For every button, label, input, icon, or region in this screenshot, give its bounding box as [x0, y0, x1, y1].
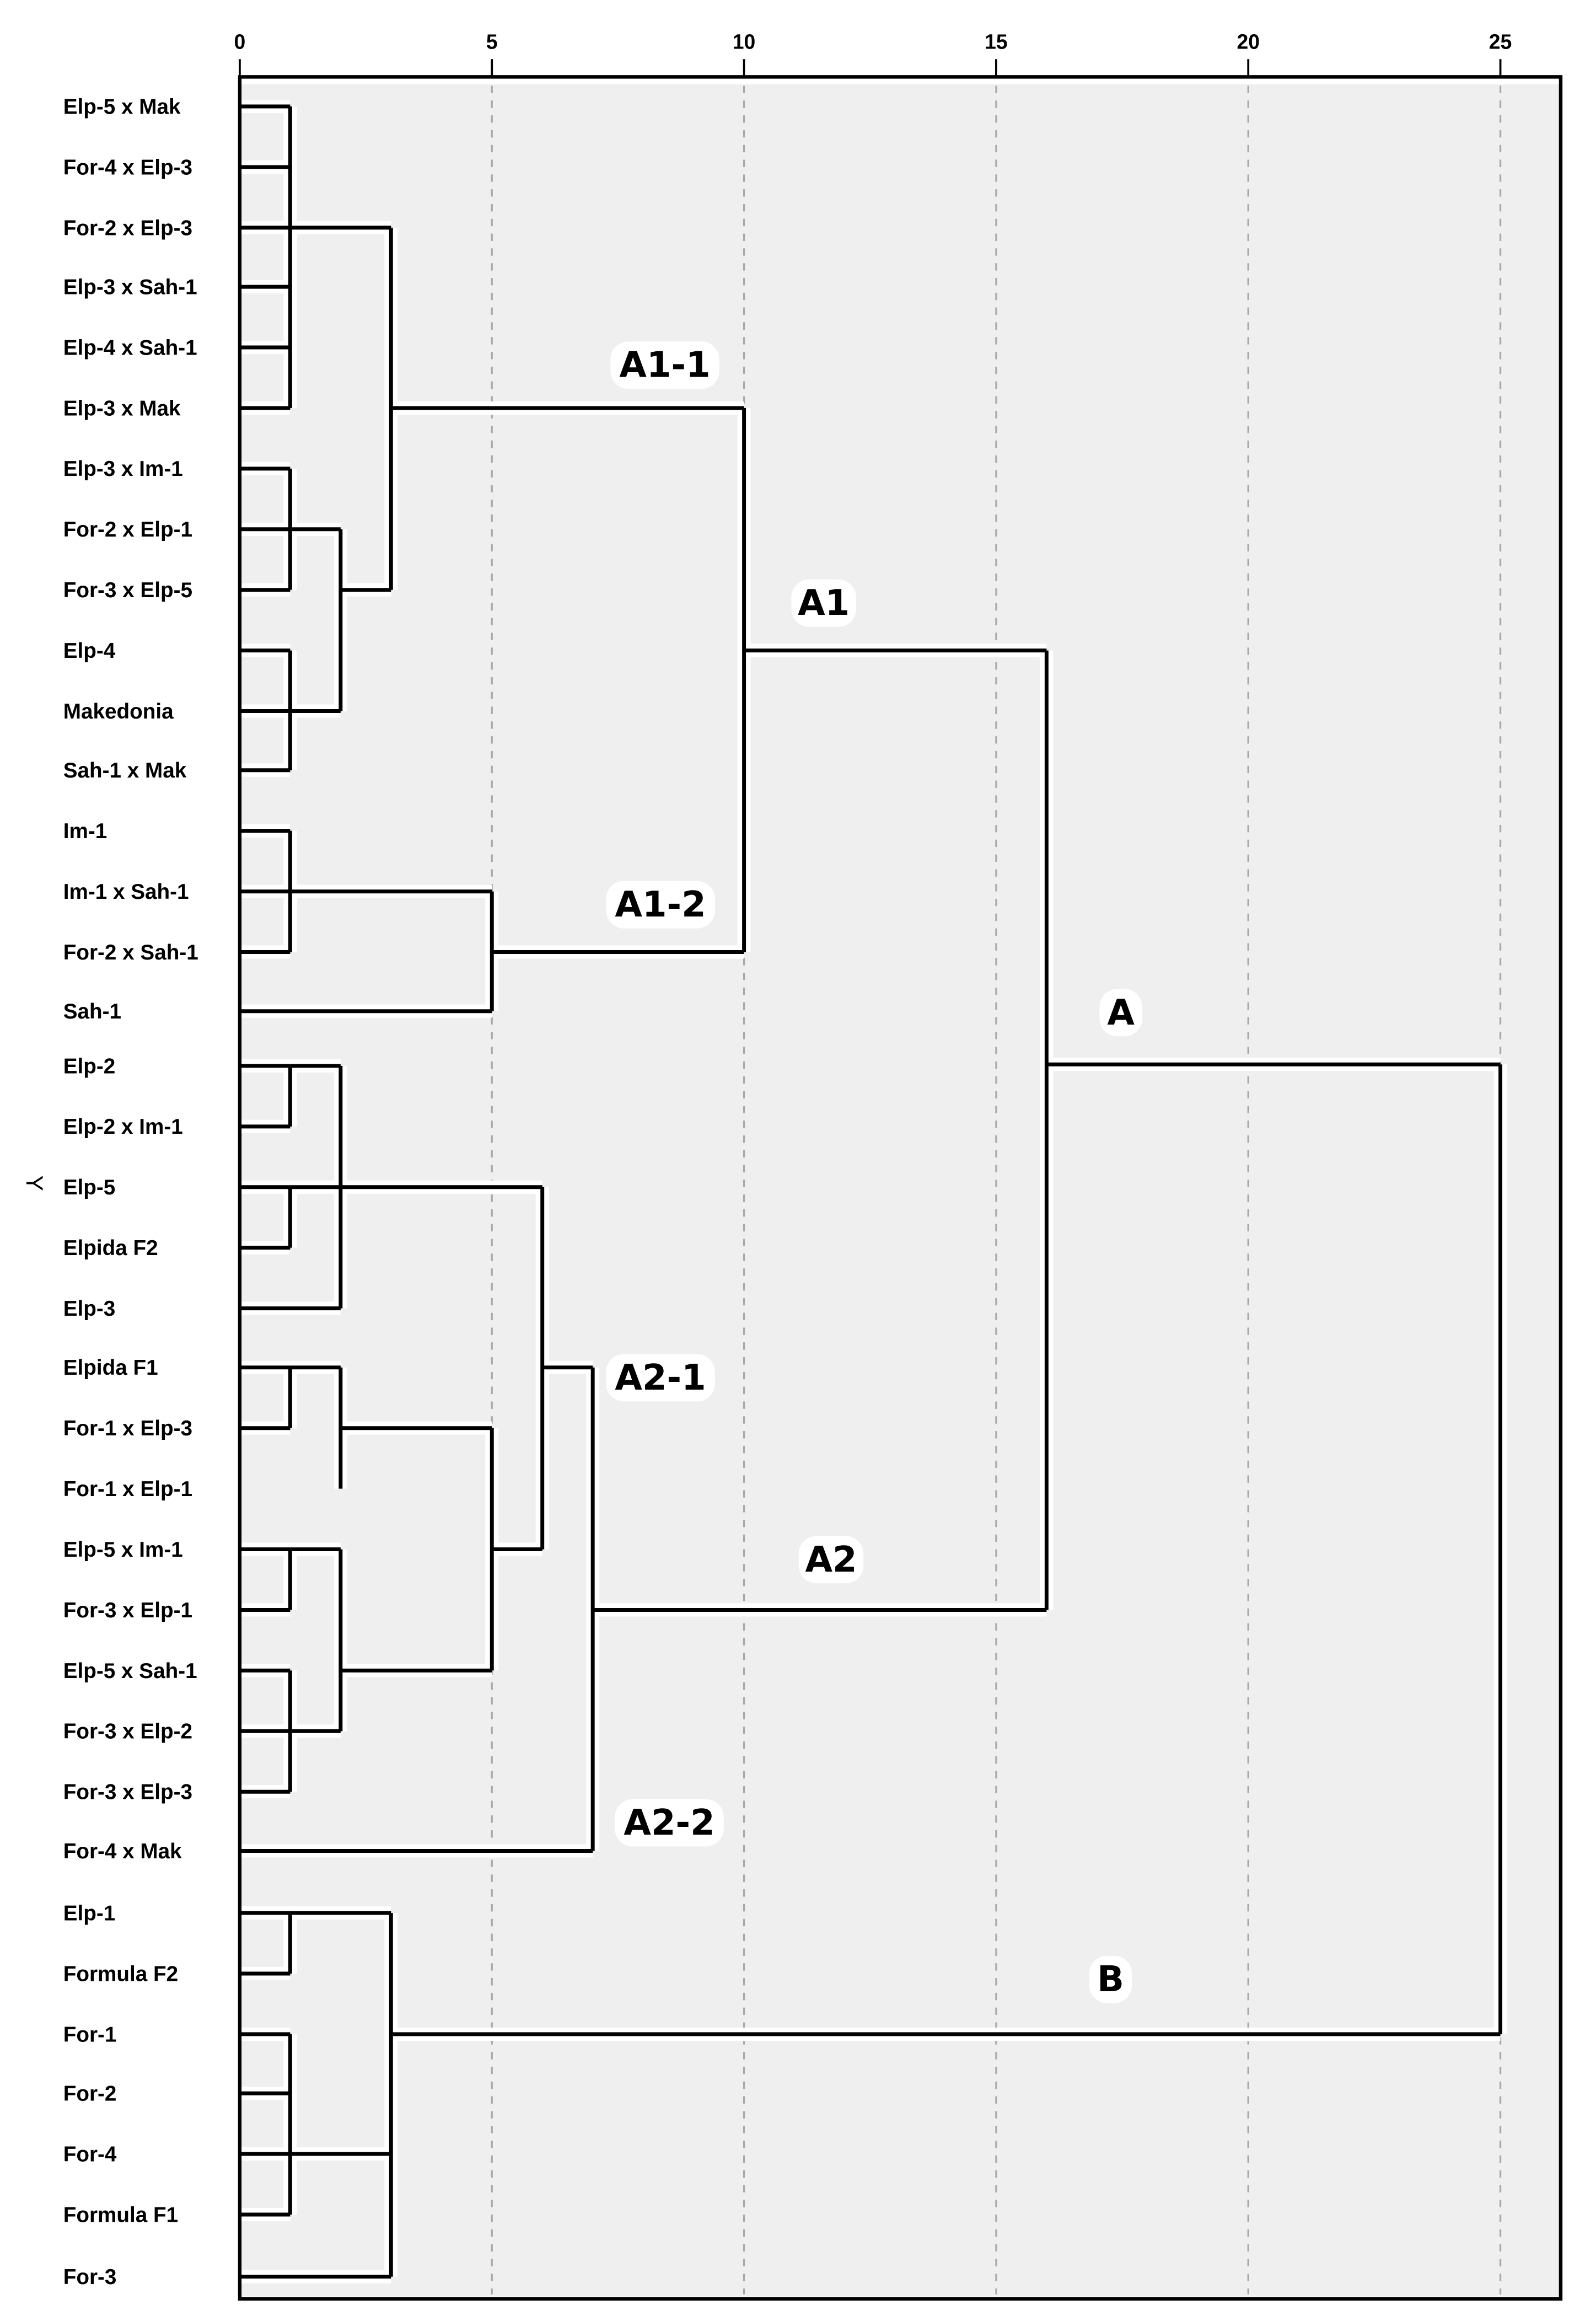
cluster-label: A2-2: [624, 1802, 714, 1843]
leaf-label: Elp-4: [63, 639, 116, 663]
cluster-label-halo: [606, 881, 715, 929]
cluster-label-halo: [791, 579, 856, 627]
leaf-label: Elp-3 x Sah-1: [63, 275, 197, 299]
leaf-label: Formula F2: [63, 1962, 178, 1986]
leaf-label: For-3 x Elp-3: [63, 1781, 192, 1804]
tick-label: 15: [985, 30, 1008, 53]
leaf-label: For-2 x Elp-3: [63, 216, 192, 240]
tick-label: 5: [486, 30, 498, 53]
y-axis-label: Y: [21, 1175, 47, 1191]
leaf-label: Elp-5 x Mak: [63, 95, 181, 119]
leaf-label: Elpida F1: [63, 1356, 158, 1380]
leaf-label: For-3 x Elp-2: [63, 1720, 192, 1744]
leaf-label: For-4 x Mak: [63, 1840, 182, 1863]
leaf-label: Elp-4 x Sah-1: [63, 336, 197, 360]
cluster-label: A2-1: [615, 1357, 706, 1398]
leaf-label: For-3 x Elp-5: [63, 578, 192, 602]
leaf-label: Makedonia: [63, 700, 174, 723]
leaf-label: Elp-5 x Im-1: [63, 1538, 183, 1562]
leaf-label: For-2 x Sah-1: [63, 941, 198, 964]
leaf-label: For-2 x Elp-1: [63, 518, 192, 542]
tick-label: 10: [733, 30, 756, 53]
cluster-label: A1-2: [615, 884, 706, 925]
leaf-label: Elp-3 x Mak: [63, 396, 181, 420]
plot-frame: [238, 75, 1563, 2301]
cluster-label: A1-1: [619, 344, 710, 385]
cluster-label-halo: [1089, 1955, 1132, 2003]
leaf-label: Formula F1: [63, 2203, 178, 2227]
leaf-label: For-1 x Elp-1: [63, 1477, 192, 1501]
cluster-label-halo: [1099, 989, 1142, 1037]
cluster-label-halo: [798, 1536, 864, 1584]
leaf-label: Elp-1: [63, 1901, 116, 1925]
leaf-label: For-1 x Elp-3: [63, 1417, 192, 1440]
leaf-label: For-4 x Elp-3: [63, 156, 192, 179]
leaf-label: Im-1 x Sah-1: [63, 880, 189, 904]
leaf-label: Elp-5: [63, 1176, 116, 1199]
cluster-label-halo: [606, 1354, 715, 1402]
cluster-label: A: [1107, 992, 1135, 1033]
leaf-label: Sah-1: [63, 1000, 121, 1023]
leaf-label: Elp-2 x Im-1: [63, 1115, 183, 1139]
cluster-label: A2: [805, 1539, 857, 1580]
leaf-label: For-1: [63, 2023, 117, 2046]
cluster-label: B: [1097, 1959, 1124, 2000]
leaf-label: Elp-2: [63, 1054, 116, 1078]
cluster-label: A1: [798, 582, 850, 624]
leaf-label: Elp-5 x Sah-1: [63, 1659, 197, 1683]
leaf-label: Sah-1 x Mak: [63, 759, 187, 782]
leaf-label: Elp-3: [63, 1297, 116, 1321]
cluster-label-halo: [610, 341, 719, 389]
leaf-label: For-3: [63, 2265, 117, 2289]
leaf-label: Elp-3 x Im-1: [63, 457, 183, 481]
cluster-label-halo: [615, 1799, 724, 1847]
leaf-label: Im-1: [63, 819, 108, 843]
leaf-label: Elpida F2: [63, 1236, 158, 1260]
leaf-label: For-2: [63, 2082, 117, 2105]
tick-label: 20: [1237, 30, 1260, 53]
dendrogram-links: [239, 99, 1507, 2284]
tick-label: 0: [234, 30, 246, 53]
leaf-label: For-4: [63, 2142, 117, 2166]
tick-label: 25: [1489, 30, 1512, 53]
leaf-label: For-3 x Elp-1: [63, 1599, 192, 1622]
